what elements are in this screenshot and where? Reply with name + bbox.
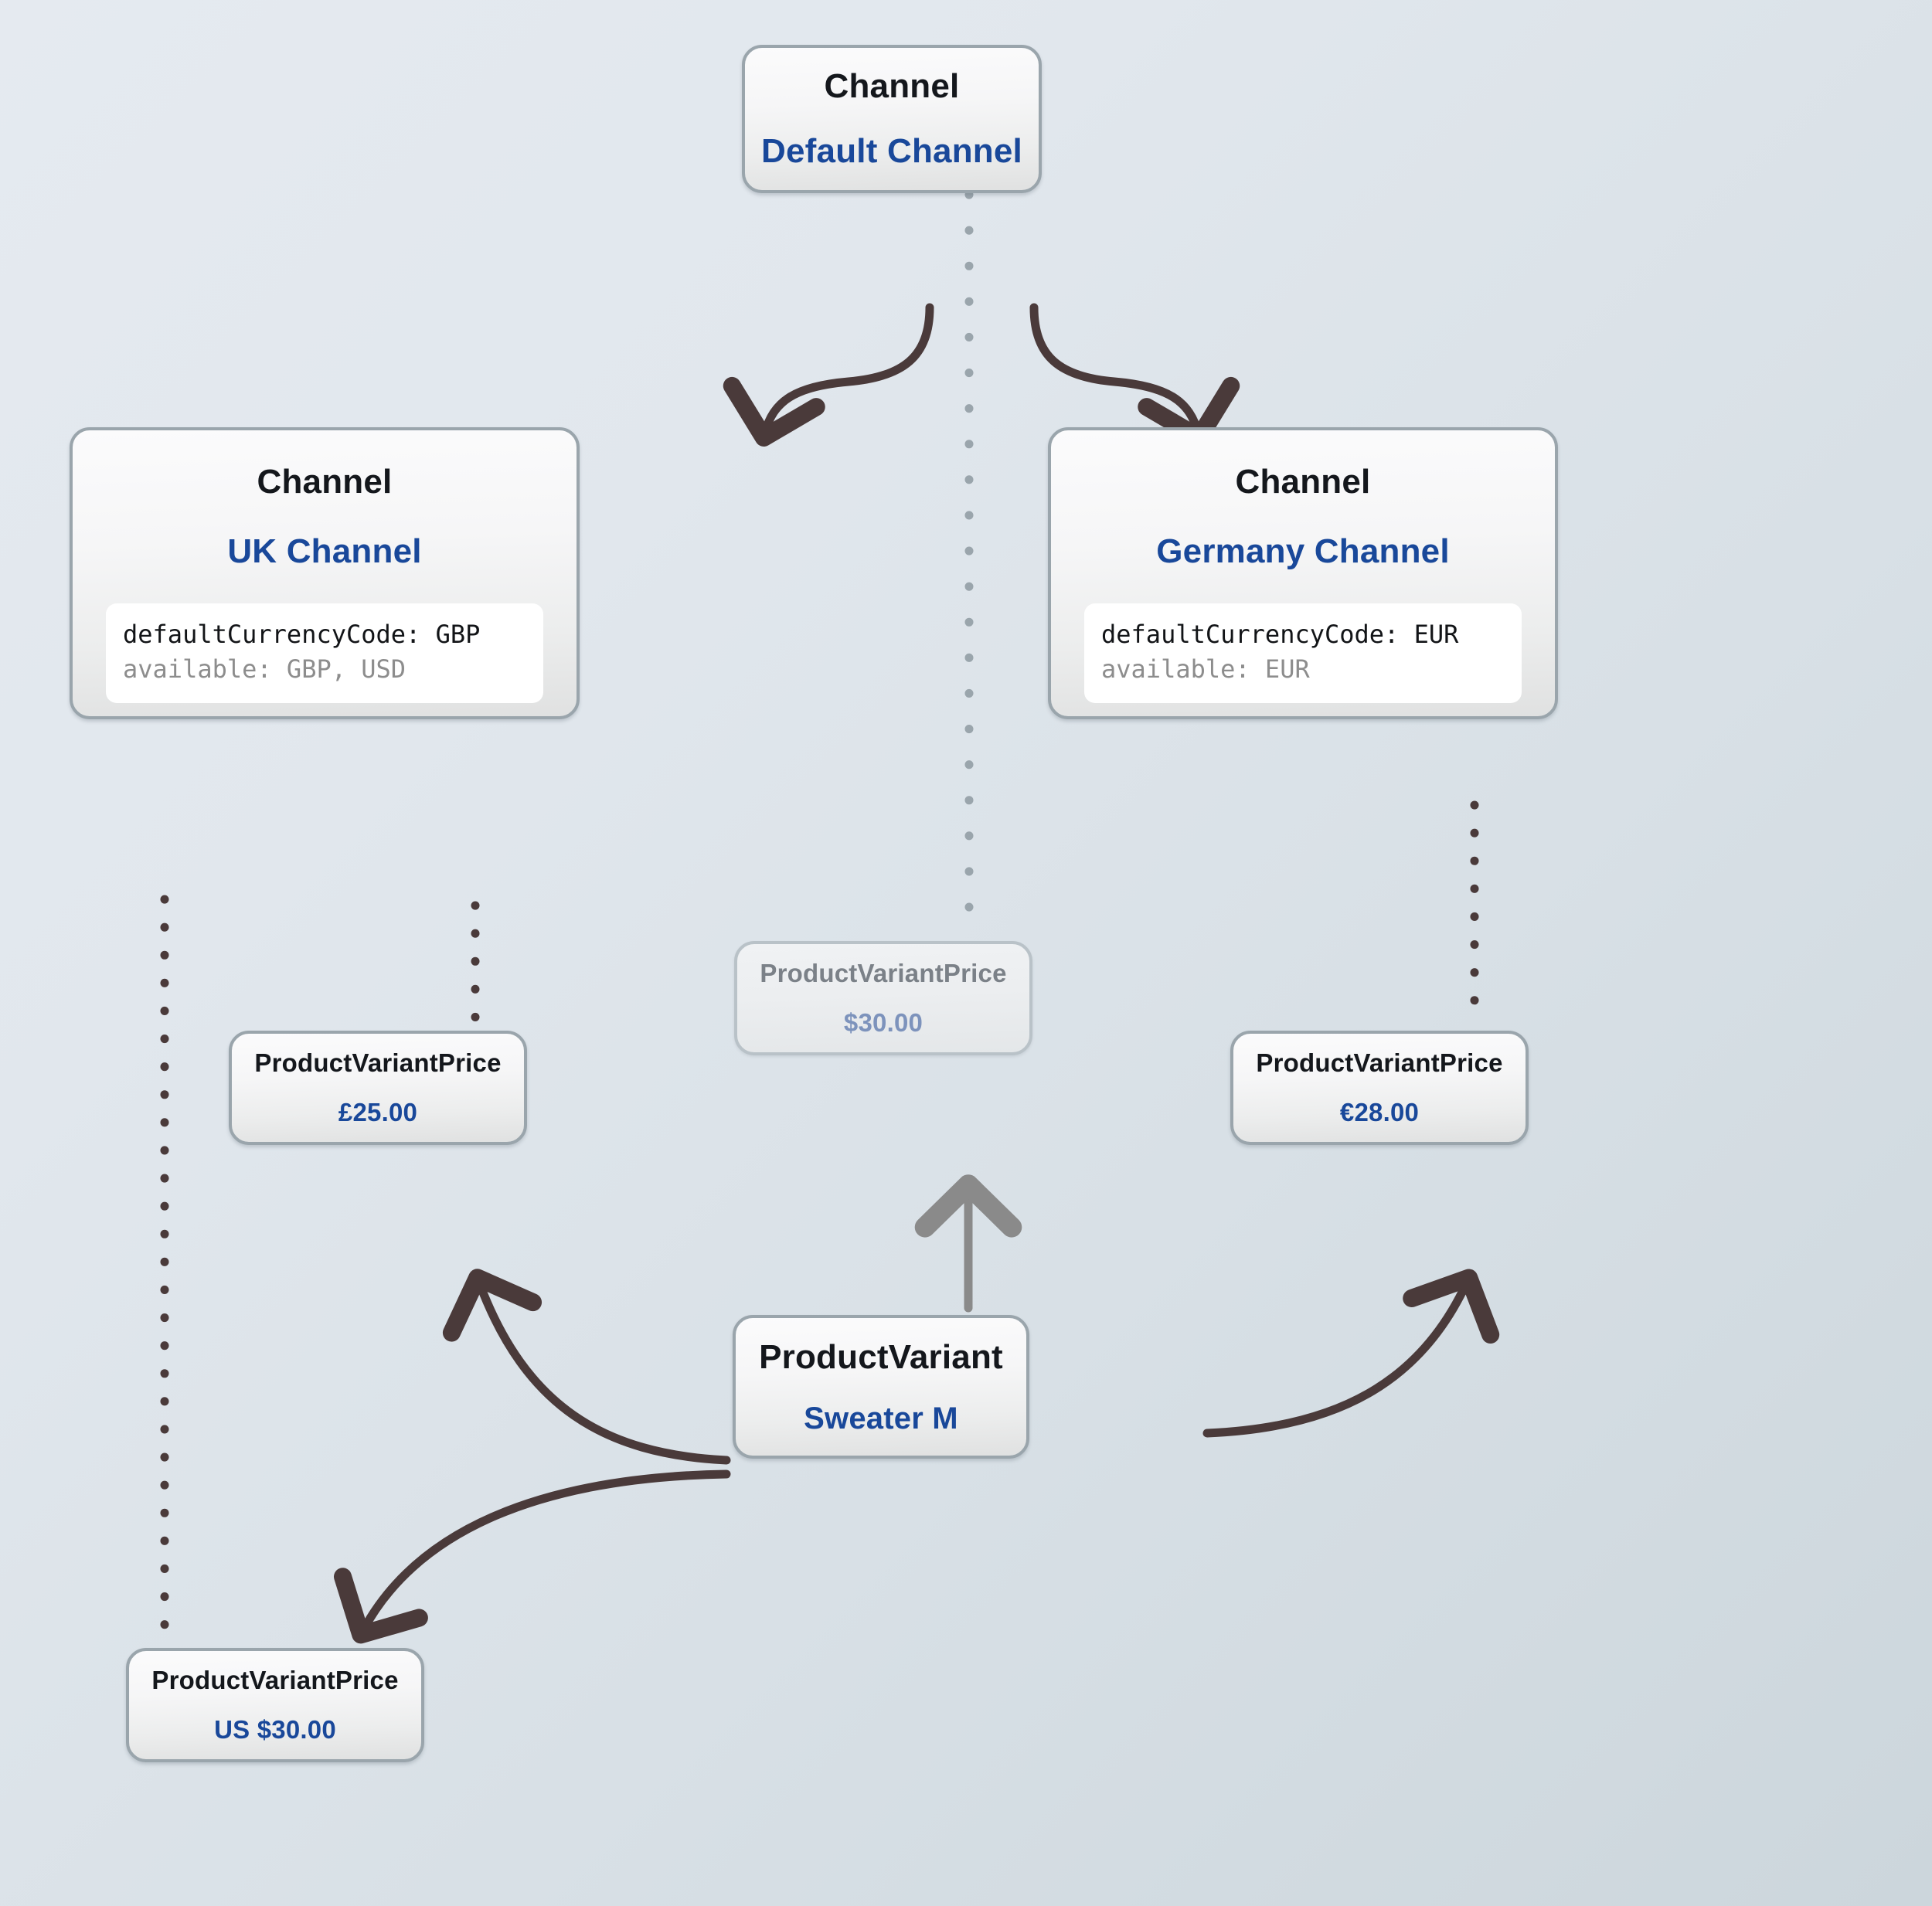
attr-available-currencies: available: GBP, USD: [123, 654, 406, 685]
edge-default-to-germany: [1029, 303, 1240, 447]
node-type-label: ProductVariantPrice: [1256, 1048, 1503, 1077]
edge-variant-to-price-gbp: [442, 1269, 731, 1465]
node-type-label: ProductVariantPrice: [254, 1048, 502, 1077]
attribute-box: defaultCurrencyCode: EUR available: EUR: [1084, 603, 1522, 703]
node-type-label: ProductVariantPrice: [760, 959, 1007, 987]
attr-default-currency-code: defaultCurrencyCode: GBP: [123, 620, 481, 649]
node-price-usd-default[interactable]: ProductVariantPrice $30.00: [734, 941, 1032, 1055]
node-name-label: €28.00: [1339, 1098, 1420, 1126]
node-name-label: US $30.00: [214, 1715, 336, 1744]
node-type-label: Channel: [824, 67, 960, 105]
node-type-label: Channel: [1235, 463, 1371, 501]
edge-variant-to-price-us: [334, 1469, 731, 1644]
node-type-label: ProductVariantPrice: [151, 1666, 399, 1694]
node-uk-channel[interactable]: Channel UK Channel defaultCurrencyCode: …: [70, 427, 580, 719]
node-product-variant[interactable]: ProductVariant Sweater M: [733, 1315, 1029, 1459]
node-type-label: Channel: [257, 463, 393, 501]
attribute-box: defaultCurrencyCode: GBP available: GBP,…: [106, 603, 543, 703]
node-name-label: $30.00: [843, 1008, 923, 1037]
edge-default-to-uk: [723, 303, 934, 447]
node-name-label: Sweater M: [804, 1401, 958, 1435]
attr-available-currencies: available: EUR: [1101, 654, 1310, 685]
node-name-label: Default Channel: [761, 132, 1022, 170]
node-type-label: ProductVariant: [759, 1337, 1003, 1376]
node-price-eur[interactable]: ProductVariantPrice €28.00: [1230, 1031, 1529, 1145]
node-default-channel[interactable]: Channel Default Channel: [742, 45, 1042, 193]
edge-variant-to-price-eur: [1202, 1269, 1500, 1438]
node-price-gbp[interactable]: ProductVariantPrice £25.00: [229, 1031, 527, 1145]
node-name-label: Germany Channel: [1156, 532, 1450, 570]
node-name-label: £25.00: [338, 1098, 418, 1126]
attr-default-currency-code: defaultCurrencyCode: EUR: [1101, 620, 1459, 649]
node-price-us-dollar[interactable]: ProductVariantPrice US $30.00: [126, 1648, 424, 1762]
node-name-label: UK Channel: [227, 532, 422, 570]
node-germany-channel[interactable]: Channel Germany Channel defaultCurrencyC…: [1048, 427, 1558, 719]
